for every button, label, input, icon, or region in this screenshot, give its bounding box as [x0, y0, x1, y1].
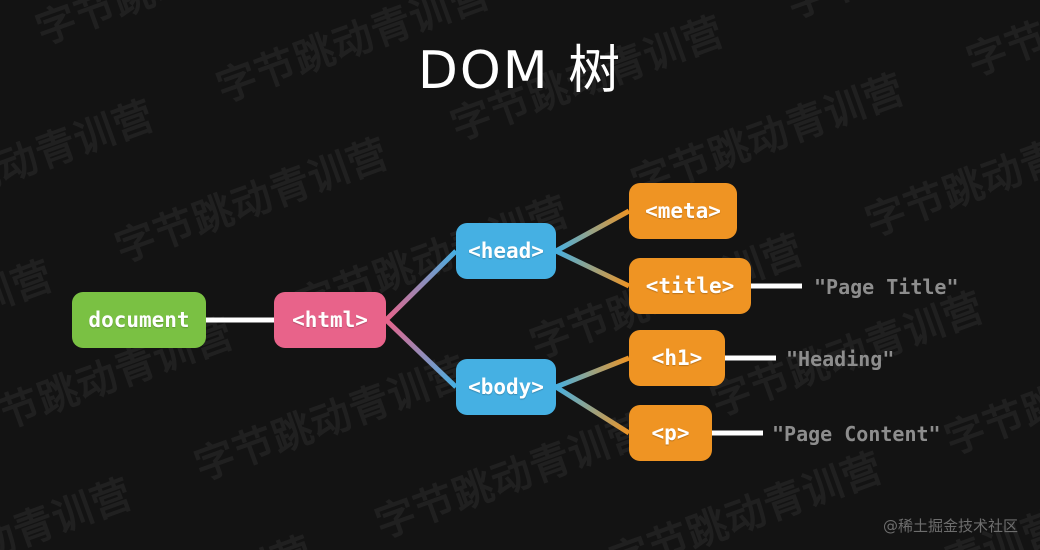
edge-head-to-meta — [554, 208, 631, 254]
watermark-text: 字节跳动青训营 — [939, 322, 1040, 464]
watermark-text: 字节跳动青训营 — [1015, 531, 1040, 550]
node-h1[interactable]: <h1> — [629, 330, 725, 386]
node-head[interactable]: <head> — [456, 223, 556, 279]
text-node-page-title-text: "Page Title" — [814, 275, 959, 299]
watermark-text: 字节跳动青训营 — [859, 104, 1040, 246]
watermark-text: 字节跳动青训营 — [777, 0, 1040, 30]
text-node-page-content-text: "Page Content" — [772, 422, 941, 446]
watermark-text: 字节跳动青训营 — [0, 252, 60, 395]
edge-html-to-head — [384, 249, 458, 322]
watermark-text: 字节跳动青训营 — [0, 470, 139, 550]
watermark-text: 字节跳动青训营 — [31, 519, 321, 550]
edge-body-to-h1 — [555, 355, 630, 390]
node-document[interactable]: document — [72, 292, 206, 348]
text-node-heading-text: "Heading" — [786, 347, 895, 371]
watermark-text: 字节跳动青训营 — [369, 406, 655, 548]
node-p[interactable]: <p> — [629, 405, 712, 461]
edge-head-to-title — [554, 248, 631, 289]
node-meta[interactable]: <meta> — [629, 183, 737, 239]
edge-body-to-p — [554, 384, 631, 436]
node-body[interactable]: <body> — [456, 359, 556, 415]
watermark-text: 字节跳动青训营 — [0, 92, 161, 234]
edge-html-to-body — [384, 318, 458, 389]
watermark-text: 字节跳动青训营 — [188, 348, 475, 491]
node-title[interactable]: <title> — [629, 258, 751, 314]
watermark-text: 字节跳动青训营 — [109, 130, 395, 273]
page-title: DOM 树 — [417, 41, 623, 101]
credit-watermark: @稀土掘金技术社区 — [882, 517, 1018, 535]
node-html[interactable]: <html> — [274, 292, 386, 348]
